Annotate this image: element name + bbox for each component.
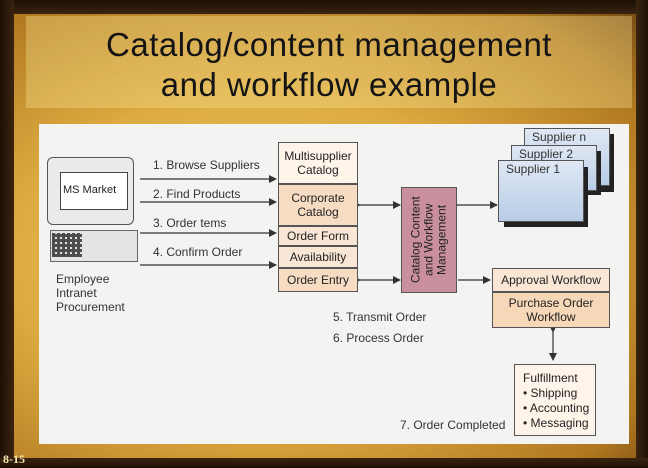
frame-left (0, 0, 14, 468)
title-band (26, 16, 632, 108)
step-2-label: 2. Find Products (153, 187, 241, 201)
multisupplier-catalog-box: Multisupplier Catalog (278, 142, 358, 184)
order-entry-box: Order Entry (278, 268, 358, 292)
employee-intranet-caption: Employee Intranet Procurement (56, 272, 125, 314)
purchase-order-workflow-box: Purchase Order Workflow (492, 292, 610, 328)
order-form-box: Order Form (278, 226, 358, 246)
frame-bottom (0, 458, 648, 468)
step-1-label: 1. Browse Suppliers (153, 158, 260, 172)
step-7-label: 7. Order Completed (400, 418, 506, 432)
supplier-2-label: Supplier 2 (519, 147, 574, 161)
keyboard-icon (52, 233, 82, 257)
catalog-content-label: Catalog Content and Workflow Management (408, 196, 449, 284)
ms-market-label: MS Market (63, 184, 117, 196)
slide-title-line-1: Catalog/content management (106, 26, 552, 63)
fulfillment-box: Fulfillment • Shipping • Accounting • Me… (514, 364, 596, 436)
step-4-label: 4. Confirm Order (153, 245, 243, 259)
slide-number: 8-15 (3, 452, 25, 466)
supplier-1-box (498, 160, 584, 222)
computer-screen (60, 172, 128, 210)
supplier-n-label: Supplier n (532, 130, 587, 144)
frame-top (0, 0, 648, 14)
supplier-1-label: Supplier 1 (506, 162, 561, 176)
catalog-content-box (401, 187, 457, 293)
step-6-label: 6. Process Order (333, 331, 424, 345)
corporate-catalog-box: Corporate Catalog (278, 184, 358, 226)
step-5-label: 5. Transmit Order (333, 310, 427, 324)
availability-box: Availability (278, 246, 358, 268)
step-3-label: 3. Order tems (153, 216, 227, 230)
frame-right (636, 0, 648, 468)
approval-workflow-box: Approval Workflow (492, 268, 610, 292)
slide-title-line-2: and workflow example (160, 66, 498, 103)
